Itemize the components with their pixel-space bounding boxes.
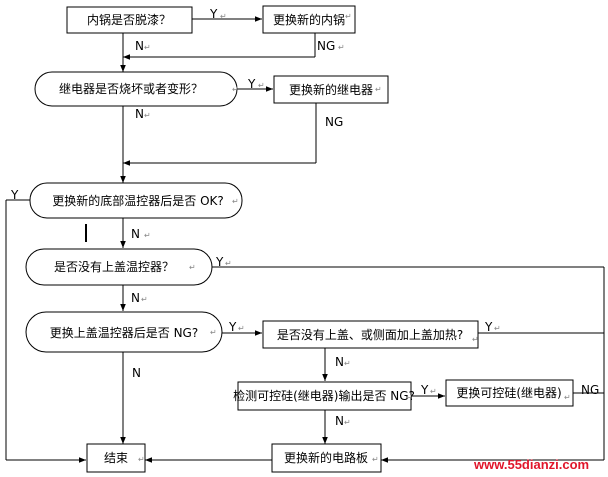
node-q-bottom-thermo-label: 更换新的底部温控器后是否 OK? <box>52 193 224 208</box>
label-q1-no: N <box>135 39 144 53</box>
label-q3-no: N <box>131 227 140 241</box>
label-q2-yes: Y <box>247 77 256 91</box>
node-replace-inner-pot: 更换新的内锅 <box>262 5 356 34</box>
return-mark: ↵ <box>406 393 413 402</box>
label-relay-ng: NG <box>325 115 343 129</box>
node-q-top-thermo-label: 更换上盖温控器后是否 NG? <box>50 326 198 340</box>
label-q2-no: N <box>135 107 144 121</box>
node-q-lid-heating-label: 是否没有上盖、或侧面加上盖加热? <box>277 327 463 342</box>
return-mark: ↵ <box>225 259 232 268</box>
return-marks: ↵ ↵ ↵ ↵ ↵ ↵ ↵ ↵ ↵ ↵ ↵ ↵ ↵ ↵ ↵ ↵ ↵ ↵ ↵ ↵ … <box>138 12 571 464</box>
node-replace-board: 更换新的电路板 <box>271 443 382 473</box>
return-mark: ↵ <box>345 12 352 21</box>
return-mark: ↵ <box>144 231 151 240</box>
node-replace-board-label: 更换新的电路板 <box>284 450 368 465</box>
label-inner-pot-ng: NG <box>317 39 335 53</box>
watermark-text: www.55dianzi.com <box>473 457 589 472</box>
label-scr-ng: NG <box>581 383 599 397</box>
return-mark: ↵ <box>141 295 148 304</box>
node-q-inner-pot: 内锅是否脱漆？ <box>66 6 193 34</box>
label-q3-yes: Y <box>10 188 19 202</box>
return-mark: ↵ <box>472 335 479 344</box>
return-mark: ↵ <box>144 43 151 52</box>
node-q-relay-label: 继电器是否烧坏或者变形？ <box>59 81 203 96</box>
label-q7-yes: Y <box>420 383 429 397</box>
node-q-lid-heating: 是否没有上盖、或侧面加上盖加热? <box>262 320 479 349</box>
return-mark: ↵ <box>430 387 437 396</box>
return-mark: ↵ <box>220 12 227 21</box>
return-mark: ↵ <box>144 111 151 120</box>
node-q-scr-output-label: 检测可控硅(继电器)输出是否 NG? <box>233 388 415 403</box>
node-q-scr-output: 检测可控硅(继电器)输出是否 NG? <box>233 381 415 411</box>
return-mark: ↵ <box>210 328 217 337</box>
return-mark: ↵ <box>375 85 382 94</box>
node-replace-scr: 更换可控硅(继电器) <box>445 379 574 407</box>
return-mark: ↵ <box>258 81 265 90</box>
return-mark: ↵ <box>238 324 245 333</box>
node-q-inner-pot-label: 内锅是否脱漆？ <box>87 12 171 27</box>
node-q-no-top-thermo: 是否没有上盖温控器？ <box>25 248 213 286</box>
label-q4-yes: Y <box>215 255 224 269</box>
node-end: 结束 <box>86 443 146 473</box>
branch-labels: Y NG N Y NG N Y N Y N Y N Y N Y NG N <box>10 7 599 428</box>
return-mark: ↵ <box>344 418 351 427</box>
node-q-relay: 继电器是否烧坏或者变形？ <box>34 71 238 107</box>
label-q1-yes: Y <box>209 7 218 21</box>
return-mark: ↵ <box>564 393 571 402</box>
return-mark: ↵ <box>138 455 145 464</box>
node-replace-scr-label: 更换可控硅(继电器) <box>456 386 561 400</box>
node-q-bottom-thermo: 更换新的底部温控器后是否 OK? <box>29 182 243 219</box>
label-q4-no: N <box>131 291 140 305</box>
label-q5-no: N <box>132 366 141 380</box>
return-mark: ↵ <box>232 85 239 94</box>
node-replace-relay-label: 更换新的继电器 <box>289 82 373 97</box>
return-mark: ↵ <box>344 359 351 368</box>
node-q-no-top-thermo-label: 是否没有上盖温控器？ <box>54 259 174 274</box>
node-q-top-thermo: 更换上盖温控器后是否 NG? <box>25 311 223 353</box>
node-replace-inner-pot-label: 更换新的内锅 <box>273 12 345 27</box>
label-q6-yes: Y <box>484 320 493 334</box>
node-end-label: 结束 <box>104 451 128 465</box>
connectors <box>5 16 605 463</box>
return-mark: ↵ <box>494 324 501 333</box>
label-q5-yes: Y <box>228 320 237 334</box>
return-mark: ↵ <box>232 197 239 206</box>
node-replace-relay: 更换新的继电器 <box>273 75 389 104</box>
label-q7-no: N <box>335 414 344 428</box>
return-mark: ↵ <box>189 263 196 272</box>
return-mark: ↵ <box>372 455 379 464</box>
label-q6-no: N <box>335 355 344 369</box>
return-mark: ↵ <box>338 43 345 52</box>
